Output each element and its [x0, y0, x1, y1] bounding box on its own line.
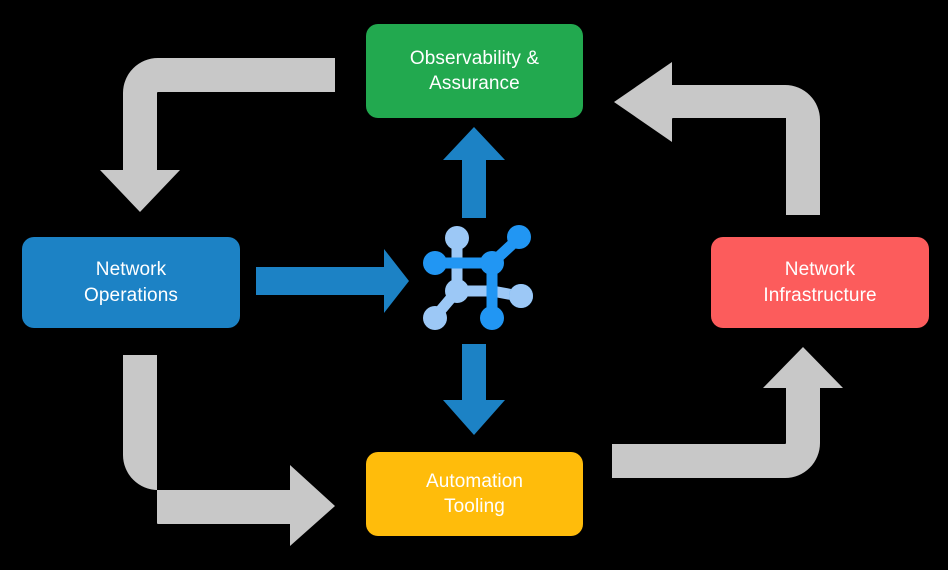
arrow-operations-to-center: [256, 249, 409, 313]
flow-automation-to-infrastructure: [612, 347, 843, 478]
arrow-center-to-observability: [443, 127, 505, 218]
network-graph-icon: [423, 225, 533, 330]
node-observability-assurance[interactable]: Observability & Assurance: [366, 24, 583, 118]
node-network-operations[interactable]: Network Operations: [22, 237, 240, 328]
node-label-observability: Observability & Assurance: [409, 47, 540, 94]
node-network-infrastructure[interactable]: Network Infrastructure: [711, 237, 929, 328]
node-label-automation: Automation Tooling: [425, 470, 524, 517]
arrow-center-to-automation: [443, 344, 505, 435]
node-label-operations: Network Operations: [84, 259, 178, 306]
node-label-infrastructure: Network Infrastructure: [763, 259, 877, 306]
flow-infrastructure-to-observability: [614, 62, 820, 215]
node-automation-tooling[interactable]: Automation Tooling: [366, 452, 583, 536]
flow-operations-to-automation: [123, 355, 335, 546]
flow-observability-to-operations: [100, 58, 335, 212]
